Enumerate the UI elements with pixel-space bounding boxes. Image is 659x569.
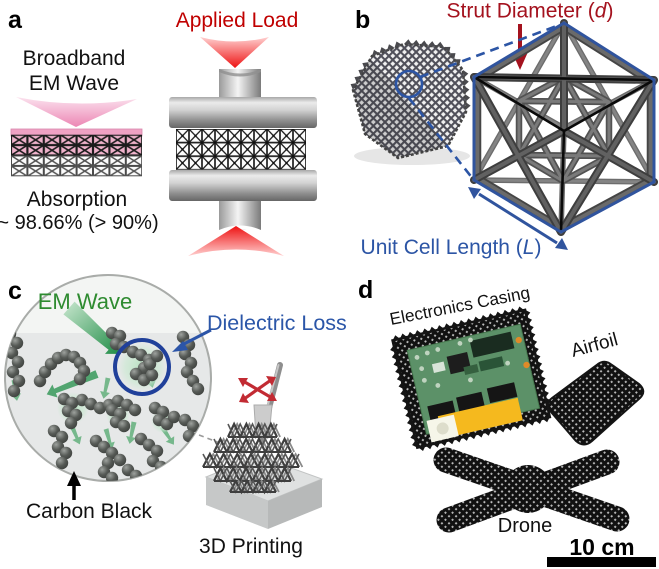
svg-text:Broadband: Broadband bbox=[23, 47, 126, 70]
svg-text:Applied Load: Applied Load bbox=[176, 9, 299, 32]
svg-text:Strut Diameter (d): Strut Diameter (d) bbox=[447, 0, 614, 23]
svg-text:EM Wave: EM Wave bbox=[29, 72, 119, 95]
svg-text:a: a bbox=[8, 6, 23, 34]
svg-text:Absorption: Absorption bbox=[27, 188, 127, 211]
svg-text:10 cm: 10 cm bbox=[569, 534, 634, 560]
svg-text:~ 98.66% (> 90%): ~ 98.66% (> 90%) bbox=[0, 212, 159, 234]
svg-text:Unit Cell Length (L): Unit Cell Length (L) bbox=[361, 236, 542, 259]
svg-text:3D Printing: 3D Printing bbox=[199, 535, 303, 558]
svg-text:Dielectric Loss: Dielectric Loss bbox=[207, 311, 347, 335]
svg-text:Airfoil: Airfoil bbox=[569, 329, 620, 362]
svg-text:EM Wave: EM Wave bbox=[38, 289, 133, 314]
svg-text:Drone: Drone bbox=[498, 515, 552, 537]
svg-text:Carbon Black: Carbon Black bbox=[26, 500, 153, 523]
svg-text:b: b bbox=[355, 6, 370, 34]
svg-text:d: d bbox=[358, 276, 373, 304]
svg-text:c: c bbox=[8, 277, 22, 305]
